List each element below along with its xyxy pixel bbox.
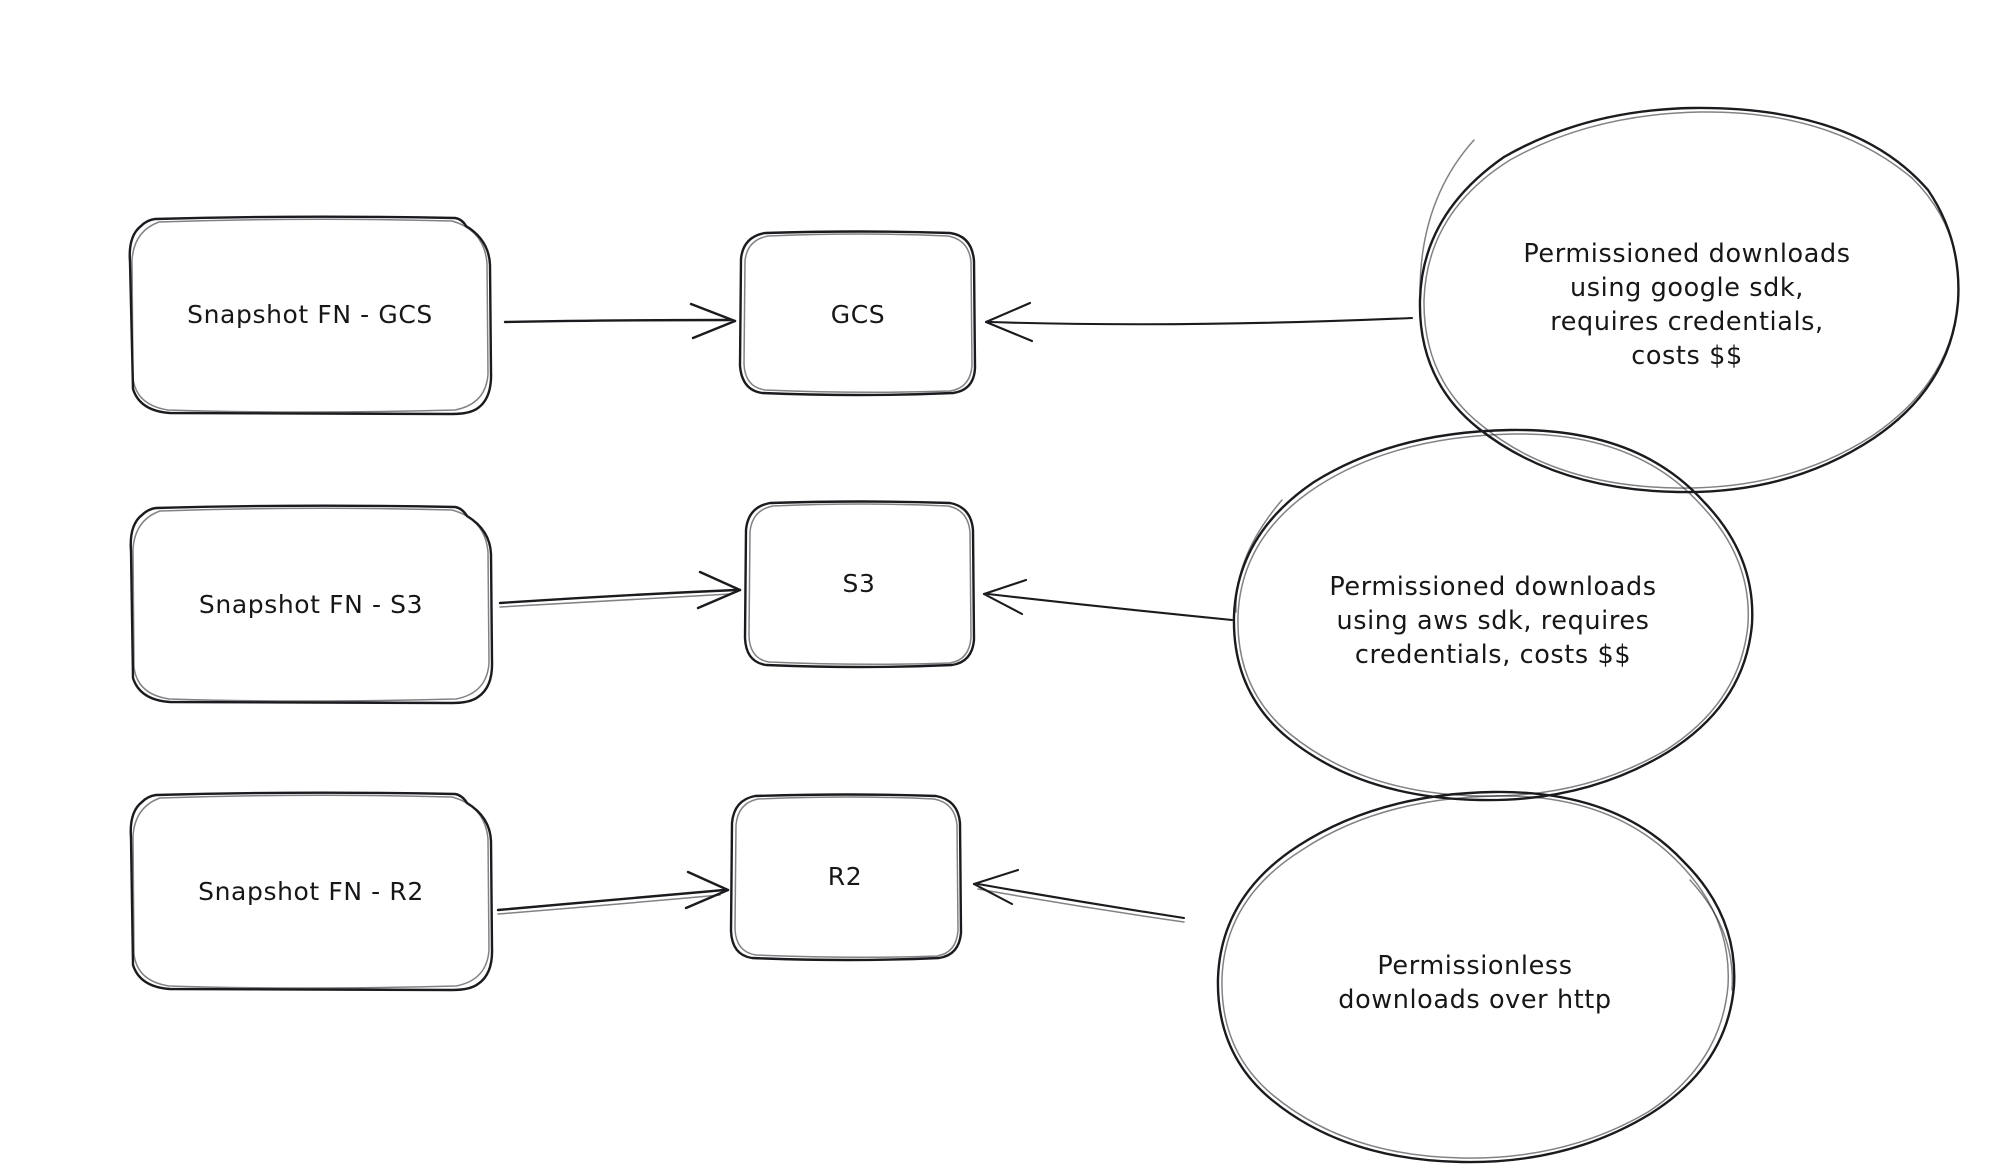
arrow-note-r2-to-r2[interactable] xyxy=(972,868,1186,923)
note-gcs-shape[interactable] xyxy=(1418,106,1960,494)
note-s3-shape[interactable] xyxy=(1232,428,1754,802)
arrow-snapshot-fn-s3-to-s3[interactable] xyxy=(498,570,742,610)
node-gcs-shape[interactable] xyxy=(738,230,977,397)
arrow-snapshot-fn-r2-to-r2[interactable] xyxy=(496,870,730,915)
node-r2-shape[interactable] xyxy=(729,793,963,962)
note-r2-shape[interactable] xyxy=(1216,790,1736,1164)
arrow-note-s3-to-s3[interactable] xyxy=(982,578,1234,622)
arrow-snapshot-fn-gcs-to-gcs[interactable] xyxy=(503,302,737,340)
node-snapshot-fn-s3-shape[interactable] xyxy=(129,504,494,705)
node-snapshot-fn-gcs-shape[interactable] xyxy=(128,215,493,416)
node-s3-shape[interactable] xyxy=(743,500,976,669)
node-snapshot-fn-r2-shape[interactable] xyxy=(129,791,494,992)
arrow-note-gcs-to-gcs[interactable] xyxy=(984,301,1414,343)
